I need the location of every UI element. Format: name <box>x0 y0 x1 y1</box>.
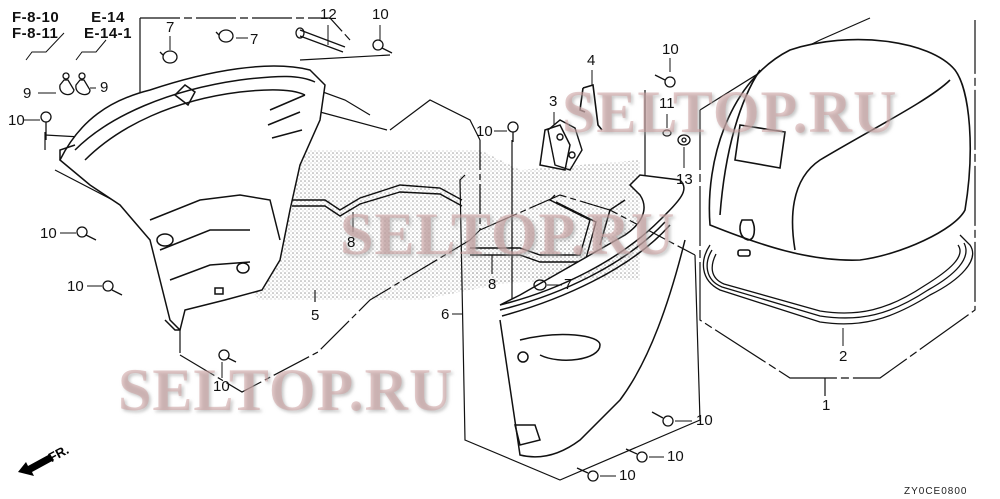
part-6-side-cover <box>499 124 686 458</box>
callout-part-10[interactable]: 10 <box>696 412 713 429</box>
group-box-part-6 <box>459 90 701 481</box>
reference-label-e[interactable]: E-14 E-14-1 <box>84 10 132 42</box>
bolt-icon <box>507 121 519 142</box>
callout-part-10[interactable]: 10 <box>8 112 25 129</box>
bolt-icon <box>40 111 52 140</box>
reference-line: E-14-1 <box>84 24 133 42</box>
reference-label-f[interactable]: F-8-10 F-8-11 <box>12 10 59 42</box>
part-4-rod <box>579 83 603 131</box>
washer-icon <box>662 129 672 137</box>
bolt-icon <box>218 349 237 363</box>
callout-part-7[interactable]: 7 <box>250 31 259 48</box>
cap-icon <box>215 29 234 43</box>
cap-icon <box>159 50 178 64</box>
diagram-code: ZY0CE0800 <box>904 486 968 497</box>
bolt-icon <box>625 448 648 463</box>
callout-part-11[interactable]: 11 <box>659 95 675 112</box>
bolt-icon <box>372 39 393 54</box>
part-5-under-cover <box>59 65 326 332</box>
part-2-seal <box>702 234 974 325</box>
callout-part-1[interactable]: 1 <box>822 397 831 414</box>
callout-part-7[interactable]: 7 <box>564 276 573 293</box>
clip-icon <box>75 72 91 96</box>
callout-part-10[interactable]: 10 <box>67 278 84 295</box>
callout-part-2[interactable]: 2 <box>839 348 848 365</box>
reference-line: F-8-10 <box>12 9 60 26</box>
callout-part-10[interactable]: 10 <box>40 225 57 242</box>
callout-part-3[interactable]: 3 <box>549 93 558 110</box>
reference-line: E-14 <box>91 9 125 26</box>
bolt-icon <box>651 411 674 427</box>
callout-part-10[interactable]: 10 <box>476 123 493 140</box>
callout-part-10[interactable]: 10 <box>213 378 230 395</box>
front-arrow-icon <box>18 454 54 476</box>
leader-lines <box>24 25 844 477</box>
reference-line: F-8-11 <box>12 24 59 42</box>
callout-part-9[interactable]: 9 <box>23 85 32 102</box>
bolt-icon <box>76 226 97 241</box>
callout-part-9[interactable]: 9 <box>100 79 109 96</box>
clip-icon <box>59 72 75 96</box>
callout-part-12[interactable]: 12 <box>320 6 337 23</box>
part-1-engine-cover <box>708 38 971 261</box>
callout-part-10[interactable]: 10 <box>667 448 684 465</box>
callout-part-4[interactable]: 4 <box>587 52 596 69</box>
pin-icon <box>295 27 346 53</box>
callout-part-8[interactable]: 8 <box>347 234 356 251</box>
part-8-grommet-strips <box>292 184 597 263</box>
callout-part-13[interactable]: 13 <box>676 171 693 188</box>
fasteners <box>40 27 691 482</box>
callout-part-6[interactable]: 6 <box>441 306 450 323</box>
callout-part-7[interactable]: 7 <box>166 19 175 36</box>
callout-part-10[interactable]: 10 <box>372 6 389 23</box>
bolt-icon <box>102 280 123 296</box>
callout-part-10[interactable]: 10 <box>619 467 636 484</box>
bolt-icon <box>576 467 599 482</box>
callout-part-8[interactable]: 8 <box>488 276 497 293</box>
callout-part-5[interactable]: 5 <box>311 307 320 324</box>
bolt-icon <box>654 74 676 88</box>
callout-part-10[interactable]: 10 <box>662 41 679 58</box>
nut-icon <box>533 279 547 291</box>
washer-icon <box>677 134 691 146</box>
part-3-hinge <box>547 119 583 171</box>
